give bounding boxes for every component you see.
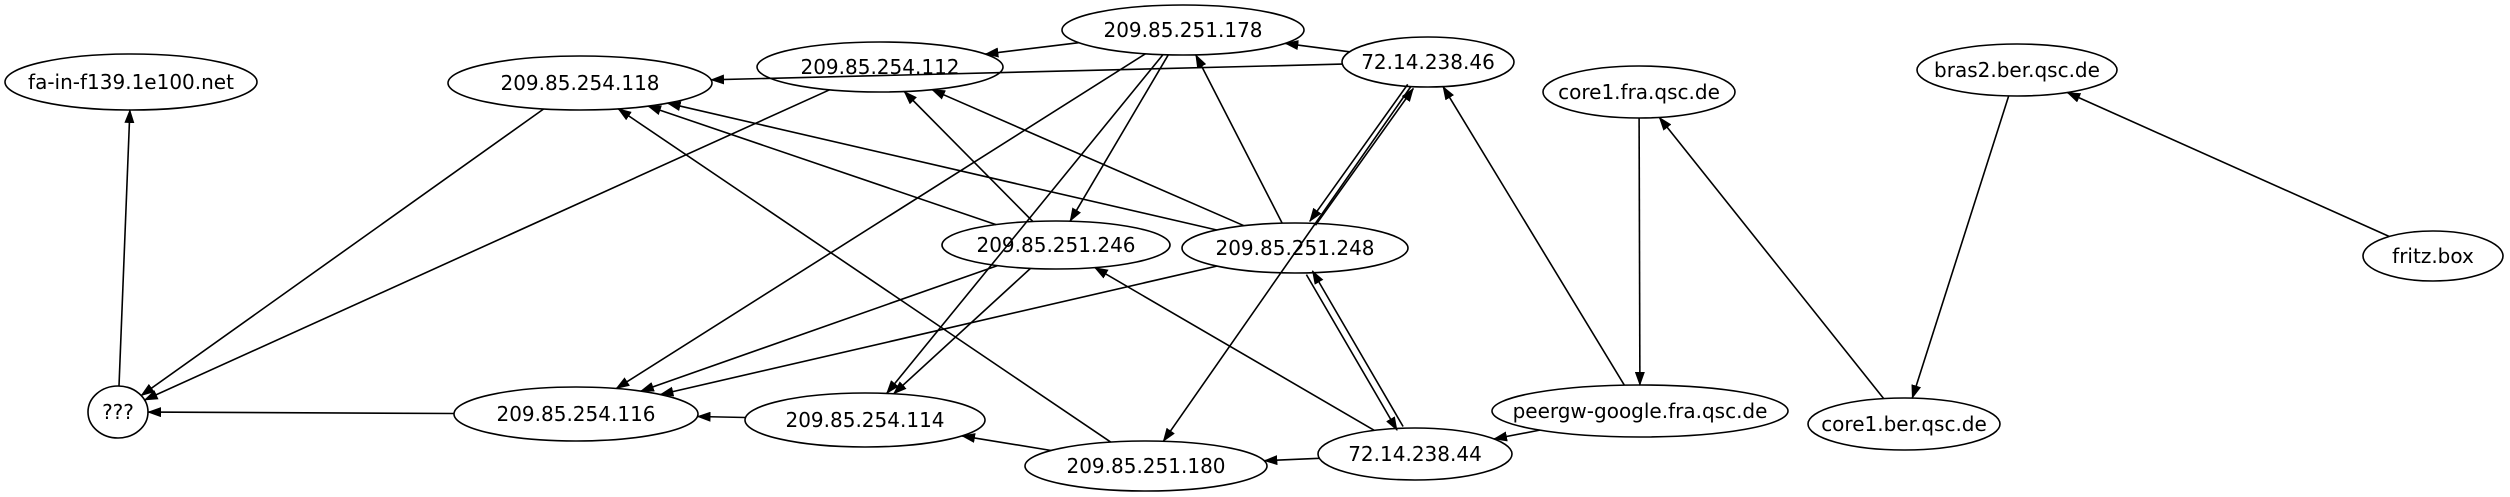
- edge-n180-to-n118: [617, 108, 1112, 443]
- node-outline-n246: [941, 220, 1171, 270]
- graph-node-unknown: ???: [87, 385, 149, 439]
- graph-node-corefra: core1.fra.qsc.de: [1542, 65, 1736, 119]
- edge-n44-to-n246: [1093, 266, 1375, 432]
- edge-n248-to-n46: [1314, 87, 1414, 226]
- node-label-corefra: core1.fra.qsc.de: [1558, 80, 1720, 104]
- node-outline-n118: [447, 55, 713, 111]
- node-label-n248: 209.85.251.248: [1215, 236, 1374, 260]
- edge-n114-to-n116: [696, 411, 746, 422]
- node-label-fritz: fritz.box: [2392, 244, 2474, 268]
- node-label-n118: 209.85.254.118: [500, 71, 659, 95]
- edge-n248-to-n178: [1195, 54, 1283, 224]
- graph-node-n248: 209.85.251.248: [1181, 222, 1409, 274]
- node-outline-coreber: [1807, 397, 2001, 451]
- edge-n246-to-n118: [647, 105, 997, 226]
- node-outline-n116: [453, 386, 699, 442]
- edge-unknown-to-fa: [118, 109, 135, 387]
- edge-n248-to-n118: [666, 101, 1217, 231]
- edges-layer: [118, 40, 2390, 466]
- graph-node-n112: 209.85.254.112: [756, 41, 1004, 93]
- graph-node-n116: 209.85.254.116: [453, 386, 699, 442]
- edge-n178-to-n112: [984, 41, 1079, 58]
- graph-node-coreber: core1.ber.qsc.de: [1807, 397, 2001, 451]
- node-outline-corefra: [1542, 65, 1736, 119]
- edge-n118-to-unknown: [140, 108, 545, 397]
- node-label-n44: 72.14.238.44: [1348, 442, 1482, 466]
- node-outline-n114: [744, 392, 986, 448]
- node-outline-n248: [1181, 222, 1409, 274]
- node-label-n112: 209.85.254.112: [800, 55, 959, 79]
- edge-corefra-to-peergw: [1634, 117, 1645, 386]
- edge-n178-to-n114: [886, 54, 1164, 395]
- node-label-n178: 209.85.251.178: [1103, 18, 1262, 42]
- edge-n246-to-n116: [639, 264, 998, 392]
- edge-n116-to-unknown: [147, 407, 455, 418]
- graph-node-n114: 209.85.254.114: [744, 392, 986, 448]
- node-label-n246: 209.85.251.246: [976, 233, 1135, 257]
- nodes-layer: fa-in-f139.1e100.net 209.85.254.118 209.85…: [4, 4, 2504, 492]
- graph-node-fa: fa-in-f139.1e100.net: [4, 53, 258, 111]
- edge-n180-to-n114: [961, 433, 1052, 452]
- node-outline-n112: [756, 41, 1004, 93]
- node-outline-fritz: [2362, 230, 2504, 282]
- edge-n246-to-n114: [892, 267, 1032, 395]
- node-outline-unknown: [87, 385, 149, 439]
- edge-fritz-to-bras2: [2066, 91, 2390, 238]
- graph-node-n180: 209.85.251.180: [1024, 440, 1268, 492]
- node-outline-n46: [1341, 36, 1515, 88]
- node-label-n116: 209.85.254.116: [496, 402, 655, 426]
- node-outline-bras2: [1916, 43, 2118, 97]
- graph-node-n246: 209.85.251.246: [941, 220, 1171, 270]
- node-outline-fa: [4, 53, 258, 111]
- edge-peergw-to-n46: [1442, 85, 1625, 386]
- graph-node-bras2: bras2.ber.qsc.de: [1916, 43, 2118, 97]
- node-outline-peergw: [1491, 384, 1789, 438]
- edge-n46-to-n178: [1284, 40, 1350, 53]
- node-label-unknown: ???: [102, 400, 134, 424]
- graph-node-peergw: peergw-google.fra.qsc.de: [1491, 384, 1789, 438]
- graph-node-n178: 209.85.251.178: [1061, 4, 1305, 56]
- edge-n178-to-n116: [615, 53, 1146, 390]
- graph-node-n44: 72.14.238.44: [1317, 427, 1513, 481]
- edge-n246-to-n112: [903, 90, 1034, 223]
- node-outline-n44: [1317, 427, 1513, 481]
- edge-n248-to-n44: [1305, 274, 1398, 431]
- edge-coreber-to-corefra: [1658, 116, 1885, 400]
- edge-n112-to-unknown: [143, 89, 830, 401]
- edge-n178-to-n246: [1069, 54, 1169, 223]
- edge-n46-to-n248: [1309, 83, 1409, 223]
- node-label-n46: 72.14.238.46: [1361, 50, 1495, 74]
- node-label-fa: fa-in-f139.1e100.net: [28, 70, 234, 94]
- graph-node-fritz: fritz.box: [2362, 230, 2504, 282]
- edge-peergw-to-n44: [1493, 429, 1540, 442]
- edge-n46-to-n180: [1162, 86, 1412, 443]
- node-label-coreber: core1.ber.qsc.de: [1821, 412, 1987, 436]
- node-outline-n178: [1061, 4, 1305, 56]
- edge-bras2-to-coreber: [1911, 95, 2010, 400]
- node-label-peergw: peergw-google.fra.qsc.de: [1513, 399, 1768, 423]
- node-label-n180: 209.85.251.180: [1066, 454, 1225, 478]
- graph-node-n46: 72.14.238.46: [1341, 36, 1515, 88]
- edge-n248-to-n112: [931, 88, 1245, 227]
- node-outline-n180: [1024, 440, 1268, 492]
- node-label-bras2: bras2.ber.qsc.de: [1934, 58, 2100, 82]
- graph-node-n118: 209.85.254.118: [447, 55, 713, 111]
- edge-n44-to-n248: [1311, 270, 1404, 427]
- node-label-n114: 209.85.254.114: [785, 408, 944, 432]
- edge-n46-to-n118: [710, 63, 1343, 85]
- edge-n44-to-n180: [1263, 455, 1320, 466]
